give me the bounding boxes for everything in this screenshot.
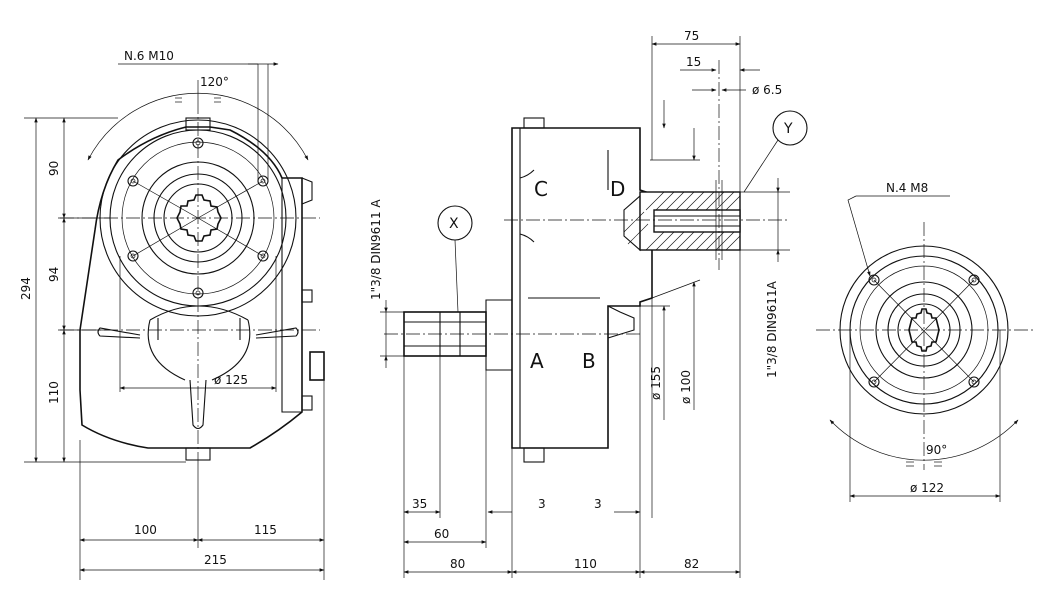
dim-90: 90 — [47, 161, 61, 176]
label-b: B — [582, 349, 596, 373]
dim-d65: ø 6.5 — [752, 83, 782, 97]
dim-15: 15 — [686, 55, 701, 69]
front-view — [24, 62, 325, 580]
dim-110-vert: 110 — [47, 381, 61, 404]
dim-spline-x: 1"3/8 DIN9611 A — [369, 199, 383, 300]
label-x: X — [449, 216, 459, 232]
dim-215: 215 — [204, 553, 227, 567]
dim-75: 75 — [684, 29, 699, 43]
dim-3a: 3 — [538, 497, 546, 511]
label-d: D — [610, 177, 625, 201]
dim-94: 94 — [47, 267, 61, 282]
dim-angle-front: 120° — [200, 75, 229, 89]
dim-3b: 3 — [594, 497, 602, 511]
dim-110-side: 110 — [574, 557, 597, 571]
dim-angle-rear: 90° — [926, 443, 947, 457]
label-y: Y — [783, 121, 793, 137]
dim-spline-y: 1"3/8 DIN9611A — [765, 280, 779, 378]
dim-294: 294 — [19, 277, 33, 300]
dim-d100: ø 100 — [679, 370, 693, 404]
dim-80: 80 — [450, 557, 465, 571]
dim-100: 100 — [134, 523, 157, 537]
dim-60: 60 — [434, 527, 449, 541]
dim-d155: ø 155 — [649, 366, 663, 400]
side-view — [380, 36, 808, 578]
dim-35: 35 — [412, 497, 427, 511]
rear-view — [816, 195, 1034, 502]
dim-holes-front: N.6 M10 — [124, 49, 174, 63]
dim-d122: ø 122 — [910, 481, 944, 495]
label-a: A — [530, 349, 544, 373]
dim-115: 115 — [254, 523, 277, 537]
dim-d125: ø 125 — [214, 373, 248, 387]
label-c: C — [534, 177, 548, 201]
dim-82: 82 — [684, 557, 699, 571]
dim-holes-rear: N.4 M8 — [886, 181, 928, 195]
